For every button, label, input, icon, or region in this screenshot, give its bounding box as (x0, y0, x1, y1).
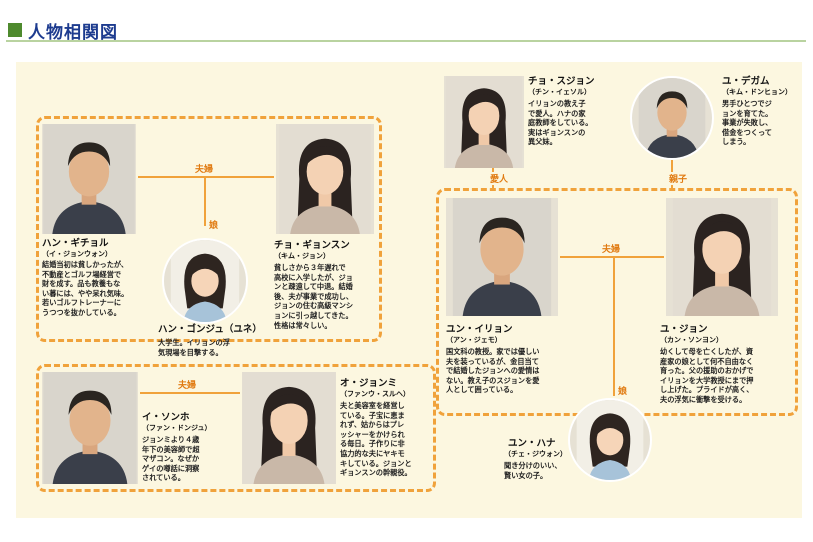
yun-hana-name: ユン・ハナ (508, 438, 556, 449)
han-couple-label: 夫婦 (195, 165, 214, 175)
cho-sujon-desc: イリョンの教え子 で愛人。ハナの家 庭教師をしている。 実はギョンスンの 異父妹… (528, 99, 593, 147)
yun-hana-cast: （チェ・ジウォン） (504, 450, 567, 458)
oh-jonmi-name: オ・ジョンミ (340, 378, 398, 389)
relationship-chart: 夫婦 娘 ハン・ギチョル （イ・ジョンウォン） 結婚当初は貧しかったが、 不動産… (16, 62, 802, 518)
lee-sonho-cast: （ファン・ドンジュ） (142, 424, 212, 432)
header-square-icon (8, 23, 22, 37)
yun-iryon-desc: 国文科の教授。家では優しい 夫を装っているが、金目当て で結婚したジョンへの愛情… (446, 347, 540, 395)
lover-label: 愛人 (489, 172, 510, 185)
cho-sujon-name: チョ・スジョン (528, 76, 595, 87)
han-gonjua-desc: 大学生。イリョンの浮 気現場を目撃する。 (158, 338, 230, 357)
yu-jon-photo (666, 198, 778, 316)
lee-couple-label: 夫婦 (178, 381, 197, 391)
yun-iryon-name: ユン・イリョン (446, 324, 513, 335)
cho-gyonsun-cast: （キム・ジョン） (274, 252, 330, 260)
yun-hana-photo (568, 398, 652, 482)
yu-jon-desc: 幼くして母を亡くしたが、資 産家の娘として何不自由なく 育った。父の援助のおかげ… (660, 347, 754, 404)
oh-jonmi-cast: （ファンウ・スルヘ） (340, 390, 410, 398)
yun-iryon-cast: （アン・ジェモ） (446, 336, 502, 344)
oh-jonmi-photo (242, 372, 336, 484)
yu-degam-photo (630, 76, 714, 160)
han-gichol-name: ハン・ギチョル (42, 238, 109, 249)
lee-sonho-name: イ・ソンホ (142, 412, 190, 423)
yu-jon-name: ユ・ジョン (660, 324, 708, 335)
han-gonjua-name: ハン・ゴンジュ（ユネ） (158, 324, 262, 335)
han-gonjua-photo (162, 238, 248, 324)
section-header: 人物相関図 (6, 20, 806, 43)
cho-sujon-photo (444, 76, 524, 168)
oh-jonmi-desc: 夫と美容室を経営し ている。子宝に恵ま れず、姑からはプレ ッシャーをかけられ … (340, 401, 412, 478)
yu-degam-name: ユ・デガム (722, 76, 770, 87)
cho-gyonsun-name: チョ・ギョンスン (274, 240, 350, 251)
lee-sonho-photo (42, 372, 138, 484)
yun-child-line (613, 256, 615, 396)
cho-sujon-cast: （チン・イェソル） (528, 88, 591, 96)
yun-iryon-photo (446, 198, 558, 316)
cho-gyonsun-photo (276, 124, 374, 234)
han-gichol-photo (42, 124, 136, 234)
han-child-label: 娘 (209, 221, 219, 231)
yun-couple-label: 夫婦 (602, 245, 621, 255)
yu-degam-desc: 男手ひとつでジ ョンを育てた。 事業が失敗し、 借金をつくって しまう。 (722, 99, 773, 147)
yu-jon-cast: （カン・ソンヨン） (660, 336, 723, 344)
lee-sonho-desc: ジョンミより４歳 年下の美容師で超 マザコン。なぜか ゲイの噂話に洞察 されてい… (142, 435, 200, 483)
han-family-group (36, 116, 382, 342)
han-gichol-desc: 結婚当初は貧しかったが、 不動産とゴルフ場経営で 財を成す。品も教養もな い暮に… (42, 260, 129, 317)
han-child-line (204, 176, 206, 226)
yu-degam-cast: （キム・ドンヒョン） (722, 88, 792, 96)
parent-child-label: 親子 (668, 172, 689, 185)
han-gichol-cast: （イ・ジョンウォン） (42, 250, 112, 258)
yun-hana-desc: 聞き分けのいい、 賢い女の子。 (504, 461, 562, 480)
yun-child-label: 娘 (618, 387, 628, 397)
lee-couple-group (36, 364, 436, 492)
page-title: 人物相関図 (28, 22, 118, 43)
yun-couple-line (560, 256, 664, 258)
lee-couple-line (140, 392, 240, 394)
han-couple-line (138, 176, 274, 178)
cho-gyonsun-desc: 貧しさから３年遅れで 高校に入学したが、ジョ ンと疎遠して中退。結婚 後、夫が事… (274, 263, 354, 330)
